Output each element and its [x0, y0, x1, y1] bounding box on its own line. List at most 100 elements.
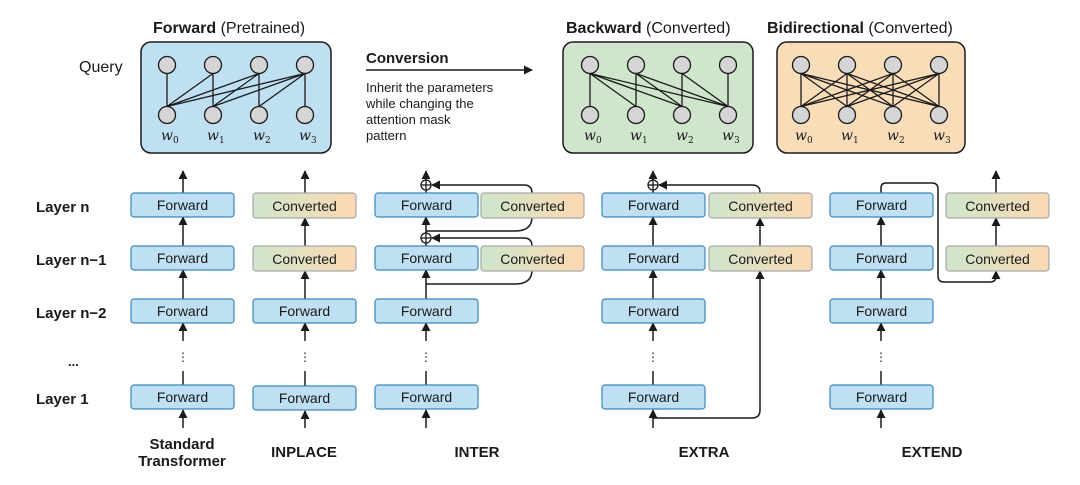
extend-layer-n-2-label: Forward [856, 303, 907, 319]
token-label: w1 [207, 128, 225, 146]
key-node [837, 105, 857, 125]
token-label: w0 [795, 128, 813, 146]
forward-panel [140, 41, 332, 154]
token-label: w1 [841, 128, 859, 146]
extend-layer-1-label: Forward [856, 389, 907, 405]
key-node [249, 105, 269, 125]
inter-layer-1-label: Forward [401, 389, 452, 405]
inter-layer-n-2-box [374, 298, 479, 324]
conversion-title: Conversion [366, 50, 449, 67]
extend-layer-n-converted-label: Converted [965, 198, 1030, 214]
column-label-inplace: INPLACE [271, 444, 337, 461]
token-label: w0 [161, 128, 179, 146]
extra-layer-n-forward-label: Forward [628, 197, 679, 213]
backward-panel-title: Backward (Converted) [566, 20, 731, 37]
extra-column: Forward Converted Forward Converted Forw… [601, 192, 813, 410]
extend-layer-n-converted-box [945, 192, 1050, 219]
column-label-extra: EXTRA [679, 444, 730, 461]
conversion-line-3: attention mask [366, 112, 451, 127]
inplace-layer-n-label: Converted [272, 198, 337, 214]
inplace-layer-1-label: Forward [279, 390, 330, 406]
token-label: w3 [722, 128, 740, 146]
standard-layer-1-box [130, 384, 235, 410]
key-node [295, 105, 315, 125]
inter-column: Forward Converted Forward Converted Forw… [374, 192, 585, 410]
extend-layer-n-1-converted-box [945, 245, 1050, 272]
row-label-ellipsis: ... [68, 354, 79, 369]
token-label: w2 [253, 128, 271, 146]
key-node [791, 105, 811, 125]
column-label-extend: EXTEND [902, 444, 963, 461]
key-node [203, 105, 223, 125]
inter-layer-n-forward-label: Forward [401, 197, 452, 213]
bidirectional-attention-graph: w0 w1 w2 w3 [791, 55, 951, 146]
standard-layer-n-1-box [130, 245, 235, 271]
inplace-layer-n-1-box [252, 245, 357, 272]
conversion-line-4: pattern [366, 128, 406, 143]
extra-layer-1-label: Forward [628, 389, 679, 405]
standard-transformer-column: Forward Forward Forward ⋮ Forward [130, 192, 235, 410]
extra-layer-n-converted-box [708, 192, 813, 219]
extend-layer-n-1-converted-label: Converted [965, 251, 1030, 267]
attention-edge [258, 72, 306, 108]
inplace-vertical-ellipsis: ⋮ [299, 350, 311, 364]
inplace-layer-n-box [252, 192, 357, 219]
extend-layer-n-1-forward-label: Forward [856, 250, 907, 266]
inter-layer-n-forward-box [374, 192, 479, 218]
conversion-line-1: Inherit the parameters [366, 80, 494, 95]
attention-edge [681, 72, 729, 108]
inter-layer-n-2-label: Forward [401, 303, 452, 319]
attention-edge [212, 72, 306, 108]
inter-layer-n-1-forward-box [374, 245, 479, 271]
standard-layer-n-2-label: Forward [157, 303, 208, 319]
key-node [883, 105, 903, 125]
query-node [157, 55, 177, 75]
extra-layer-n-1-forward-box [601, 245, 706, 271]
extra-layer-1-box [601, 384, 706, 410]
token-label: w3 [299, 128, 317, 146]
attention-edge [635, 72, 683, 108]
query-node [580, 55, 600, 75]
inter-layer-n-converted-label: Converted [500, 198, 565, 214]
standard-layer-1-label: Forward [157, 389, 208, 405]
standard-layer-n-2-box [130, 298, 235, 324]
extend-layer-n-forward-label: Forward [856, 197, 907, 213]
inter-layer-n-1-converted-box [480, 245, 585, 272]
bidirectional-panel-title: Bidirectional (Converted) [767, 20, 953, 37]
key-node [157, 105, 177, 125]
query-node [791, 55, 811, 75]
attention-edge [166, 72, 214, 108]
query-node [249, 55, 269, 75]
standard-layer-n-1-label: Forward [157, 250, 208, 266]
row-label-layer-1: Layer 1 [36, 391, 89, 408]
column-label-standard-1: Standard [149, 436, 214, 453]
token-label: w3 [933, 128, 951, 146]
inplace-layer-1-box [252, 385, 357, 411]
extra-layer-n-converted-label: Converted [728, 198, 793, 214]
extend-vertical-ellipsis: ⋮ [875, 350, 887, 364]
row-label-layer-n-2: Layer n−2 [36, 305, 106, 322]
extend-layer-n-2-box [829, 298, 934, 324]
forward-panel-title: Forward (Pretrained) [153, 20, 305, 37]
inter-vertical-ellipsis: ⋮ [420, 350, 432, 364]
row-label-layer-n: Layer n [36, 199, 89, 216]
extra-vertical-ellipsis: ⋮ [647, 350, 659, 364]
query-node [837, 55, 857, 75]
token-label: w2 [887, 128, 905, 146]
inplace-layer-n-1-label: Converted [272, 251, 337, 267]
attention-edge [800, 72, 894, 108]
inplace-column: Converted Converted Forward ⋮ Forward [252, 192, 357, 411]
inter-layer-1-box [374, 384, 479, 410]
key-node [580, 105, 600, 125]
extra-layer-n-1-forward-label: Forward [628, 250, 679, 266]
query-node [929, 55, 949, 75]
key-node [718, 105, 738, 125]
key-node [672, 105, 692, 125]
token-label: w2 [676, 128, 694, 146]
attention-edge [800, 72, 848, 108]
query-node [672, 55, 692, 75]
inplace-layer-n-2-box [252, 298, 357, 324]
attention-edge [800, 72, 940, 108]
forward-attention-graph: w0 w1 w2 w3 [157, 55, 317, 146]
